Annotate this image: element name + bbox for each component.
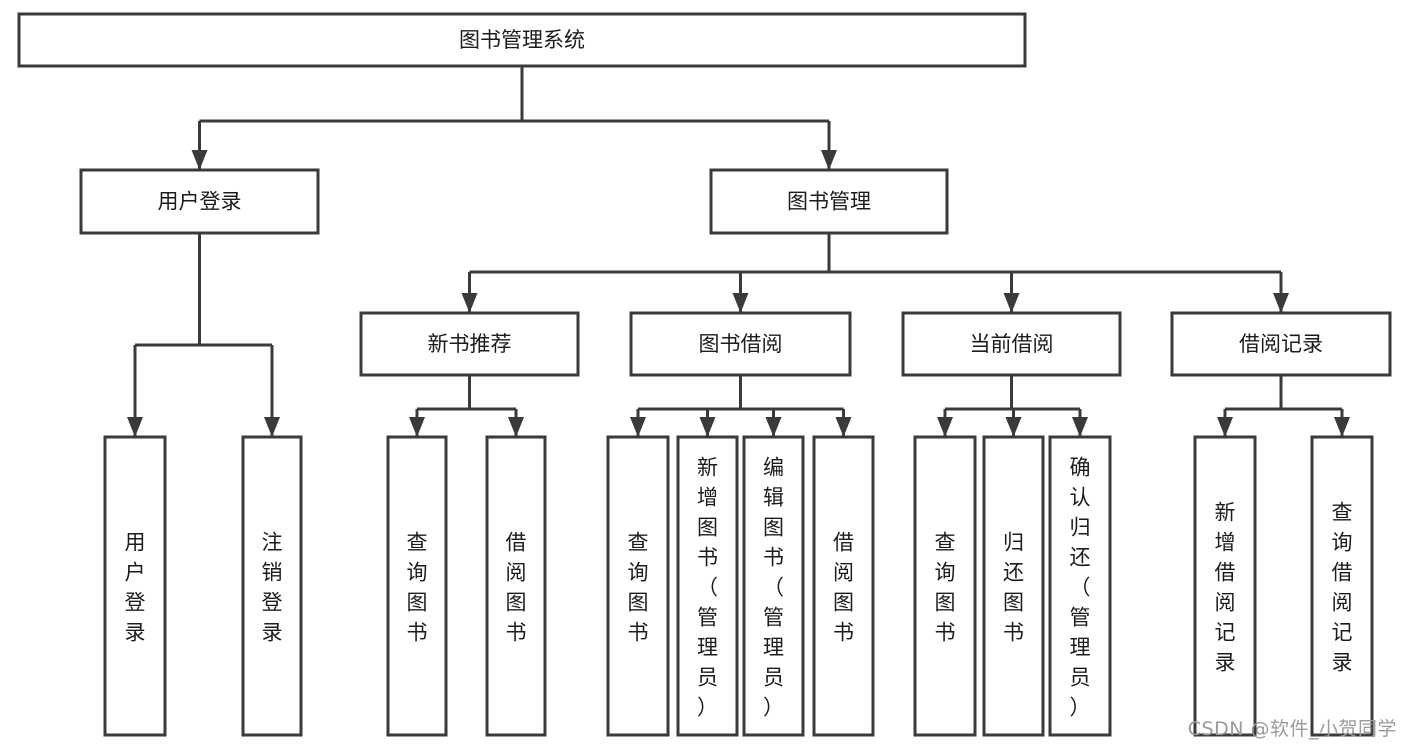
edges-layer (127, 66, 1350, 437)
arrow-head-icon (461, 293, 478, 313)
node-label: 归还图书 (1003, 530, 1024, 644)
node-box (1170, 311, 1392, 377)
node-level3-2[interactable]: 图书借阅 (629, 311, 852, 377)
arrow-head-icon (1217, 417, 1233, 437)
node-box (359, 311, 580, 377)
arrow-head-icon (937, 417, 953, 437)
node-label: 编辑图书（管理员） (763, 455, 784, 719)
node-label: 查询图书 (628, 530, 649, 644)
node-box (676, 435, 739, 737)
nodes-layer: 图书管理系统用户登录图书管理新书推荐图书借阅当前借阅借阅记录用户登录注销登录查询… (17, 12, 1392, 737)
arrow-head-icon (630, 417, 646, 437)
node-label: 查询图书 (407, 530, 428, 644)
node-box (17, 12, 1027, 68)
arrow-head-icon (835, 417, 852, 437)
arrow-head-icon (821, 150, 837, 170)
node-leaf-10[interactable]: 归还图书 (982, 435, 1045, 737)
node-label: 图书借阅 (699, 332, 783, 356)
node-box (1193, 435, 1257, 737)
node-box (241, 435, 303, 737)
arrow-head-icon (127, 417, 143, 437)
node-box (913, 435, 977, 737)
arrow-head-icon (1005, 417, 1022, 437)
node-root-system[interactable]: 图书管理系统 (17, 12, 1027, 68)
node-level3-1[interactable]: 新书推荐 (359, 311, 580, 377)
node-leaf-9[interactable]: 查询图书 (913, 435, 977, 737)
node-box (1048, 435, 1112, 737)
node-leaf-3[interactable]: 查询图书 (386, 435, 448, 737)
arrow-head-icon (1273, 293, 1289, 313)
node-label: 新增借阅记录 (1215, 500, 1236, 674)
node-label: 当前借阅 (970, 332, 1054, 356)
node-box (485, 435, 547, 737)
node-leaf-13[interactable]: 查询借阅记录 (1310, 435, 1374, 737)
arrow-head-icon (732, 293, 749, 313)
node-leaf-6[interactable]: 新增图书（管理员） (676, 435, 739, 737)
node-box (742, 435, 805, 737)
node-box (606, 435, 670, 737)
arrow-head-icon (264, 417, 280, 437)
arrow-head-icon (1072, 417, 1088, 437)
arrow-head-icon (699, 417, 716, 437)
node-box (982, 435, 1045, 737)
node-leaf-11[interactable]: 确认归还（管理员） (1048, 435, 1112, 737)
node-box (812, 435, 875, 737)
node-label: 新书推荐 (428, 332, 512, 356)
node-label: 查询图书 (935, 530, 956, 644)
node-box (103, 435, 167, 737)
node-box (629, 311, 852, 377)
node-label: 借阅记录 (1239, 332, 1323, 356)
node-leaf-1[interactable]: 用户登录 (103, 435, 167, 737)
node-level2-2[interactable]: 图书管理 (709, 168, 949, 235)
node-label: 用户登录 (158, 190, 242, 214)
node-leaf-8[interactable]: 借阅图书 (812, 435, 875, 737)
arrow-head-icon (1003, 293, 1020, 313)
node-box (901, 311, 1122, 377)
arrow-head-icon (765, 417, 782, 437)
node-leaf-12[interactable]: 新增借阅记录 (1193, 435, 1257, 737)
node-box (386, 435, 448, 737)
node-label: 注销登录 (262, 530, 283, 644)
node-leaf-4[interactable]: 借阅图书 (485, 435, 547, 737)
node-label: 查询借阅记录 (1332, 500, 1353, 674)
node-level2-1[interactable]: 用户登录 (79, 168, 320, 235)
node-label: 确认归还（管理员） (1070, 455, 1091, 719)
node-leaf-5[interactable]: 查询图书 (606, 435, 670, 737)
arrow-head-icon (409, 417, 425, 437)
node-label: 图书管理系统 (459, 28, 585, 52)
node-label: 借阅图书 (506, 530, 527, 644)
arrow-head-icon (1334, 417, 1350, 437)
node-leaf-7[interactable]: 编辑图书（管理员） (742, 435, 805, 737)
node-leaf-2[interactable]: 注销登录 (241, 435, 303, 737)
node-label: 新增图书（管理员） (697, 455, 718, 719)
node-label: 借阅图书 (833, 530, 854, 644)
node-label: 图书管理 (787, 190, 871, 214)
node-box (1310, 435, 1374, 737)
node-level3-4[interactable]: 借阅记录 (1170, 311, 1392, 377)
node-box (709, 168, 949, 235)
node-level3-3[interactable]: 当前借阅 (901, 311, 1122, 377)
arrow-head-icon (508, 417, 524, 437)
arrow-head-icon (191, 150, 208, 170)
node-box (79, 168, 320, 235)
node-label: 用户登录 (125, 530, 146, 644)
